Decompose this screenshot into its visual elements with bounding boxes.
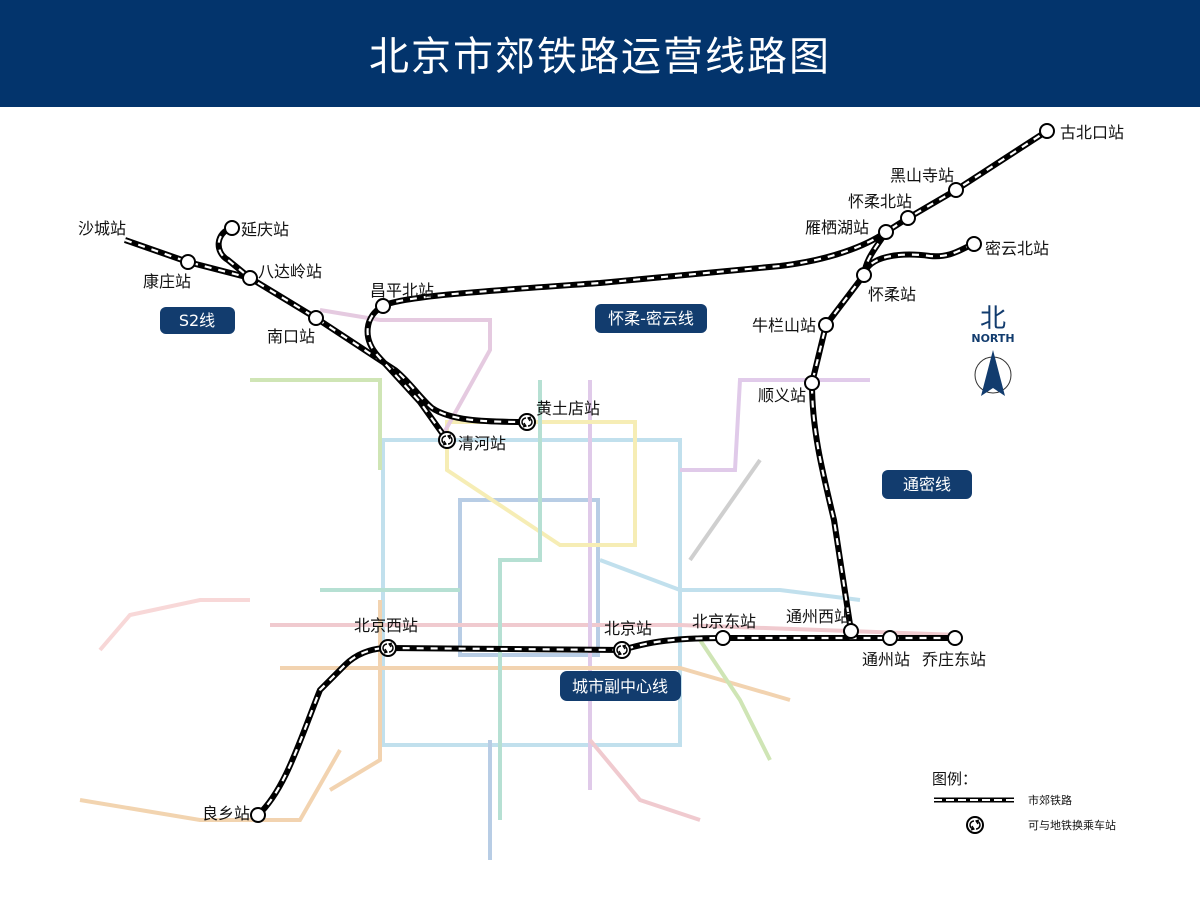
line-label-s2[interactable]: S2线 xyxy=(160,307,235,334)
station-huairou[interactable]: 怀柔站 xyxy=(868,285,916,304)
station-changpingbei[interactable]: 昌平北站 xyxy=(370,281,434,300)
subway-line-13 xyxy=(698,638,772,761)
station-yanqihu[interactable]: 雁栖湖站 xyxy=(805,218,869,237)
subway-network-background xyxy=(79,308,961,860)
station-liangxiang[interactable]: 良乡站 xyxy=(202,804,250,823)
station-dot-yanqihu[interactable] xyxy=(878,224,894,240)
station-huangtudian[interactable]: 黄土店站 xyxy=(536,399,600,418)
station-shunyi[interactable]: 顺义站 xyxy=(758,386,806,405)
station-tongzhou[interactable]: 通州站 xyxy=(862,650,910,669)
station-dot-kangzhuang[interactable] xyxy=(180,254,196,270)
legend-rail-label: 市郊铁路 xyxy=(1028,793,1072,807)
station-yanqing[interactable]: 延庆站 xyxy=(241,220,289,239)
subway-line-18 xyxy=(328,600,382,792)
station-beijingdong[interactable]: 北京东站 xyxy=(692,612,756,631)
compass-cn: 北 xyxy=(980,304,1006,334)
subway-line-5 xyxy=(445,420,637,547)
page-title: 北京市郊铁路运营线路图 xyxy=(369,34,831,80)
rail-hm-main xyxy=(381,128,1049,309)
line-label-huairou-miyun[interactable]: 怀柔-密云线 xyxy=(595,304,707,333)
rail-sub-center-dash xyxy=(257,636,955,816)
station-dot-niulanshan[interactable] xyxy=(818,317,834,333)
interchange-icon-qinghe[interactable] xyxy=(438,431,456,449)
station-labels: 古北口站 黑山寺站 怀柔北站 雁栖湖站 密云北站 怀柔站 牛栏山站 顺义站 通州… xyxy=(78,123,1124,823)
subway-line-10 xyxy=(79,749,342,822)
subway-line-14 xyxy=(688,458,762,562)
station-qinghe[interactable]: 清河站 xyxy=(458,434,506,453)
line-label-tongmi-text: 通密线 xyxy=(903,475,951,494)
subway-line-1 xyxy=(458,498,600,657)
station-dot-nankou[interactable] xyxy=(308,310,324,326)
legend-title: 图例： xyxy=(932,770,977,788)
subway-line-2 xyxy=(270,623,961,637)
subway-line-12 xyxy=(599,558,861,602)
station-dot-heishansi[interactable] xyxy=(948,182,964,198)
interchange-icon-beijingxi[interactable] xyxy=(379,639,397,657)
station-dot-qiaozhuangdong[interactable] xyxy=(947,630,963,646)
rail-hm-changping-dash xyxy=(366,305,448,441)
station-beijingxi[interactable]: 北京西站 xyxy=(354,616,418,635)
station-miyunbei[interactable]: 密云北站 xyxy=(985,239,1049,258)
rail-tongmi-dash xyxy=(810,274,865,632)
interchange-icon-beijing[interactable] xyxy=(613,641,631,659)
station-dot-huairoubei[interactable] xyxy=(900,210,916,226)
station-badaling[interactable]: 八达岭站 xyxy=(258,262,322,281)
station-dot-shunyi[interactable] xyxy=(804,375,820,391)
station-dot-beijingdong[interactable] xyxy=(715,630,731,646)
north-arrow-icon xyxy=(981,350,1005,396)
compass-en: NORTH xyxy=(971,332,1014,345)
header-bar xyxy=(0,0,1200,107)
rail-hm-main-dash xyxy=(382,130,1048,307)
station-dot-yanqing[interactable] xyxy=(224,220,240,236)
legend-interchange-label: 可与地铁换乘车站 xyxy=(1028,818,1116,832)
north-compass: 北 NORTH xyxy=(971,304,1015,396)
legend-interchange-symbol[interactable] xyxy=(966,816,984,834)
line-label-huairou-miyun-text: 怀柔-密云线 xyxy=(608,309,694,328)
station-dot-changpingbei[interactable] xyxy=(375,298,391,314)
station-markers xyxy=(180,123,1055,823)
station-heishansi[interactable]: 黑山寺站 xyxy=(890,166,954,185)
station-niulanshan[interactable]: 牛栏山站 xyxy=(752,316,816,335)
station-shacheng[interactable]: 沙城站 xyxy=(78,219,126,238)
station-dot-tongzhou[interactable] xyxy=(882,630,898,646)
line-label-sub-center[interactable]: 城市副中心线 xyxy=(560,671,681,701)
subway-line-7 xyxy=(498,380,542,820)
station-dot-miyunbei[interactable] xyxy=(966,236,982,252)
subway-line-4 xyxy=(280,666,791,702)
line-label-s2-text: S2线 xyxy=(179,311,215,330)
interchange-icon xyxy=(966,816,984,834)
station-dot-huairou[interactable] xyxy=(856,267,872,283)
station-dot-tongzhouxi[interactable] xyxy=(843,623,859,639)
station-qiaozhuangdong[interactable]: 乔庄东站 xyxy=(922,650,986,669)
rail-sub-center xyxy=(255,635,955,818)
station-nankou[interactable]: 南口站 xyxy=(267,327,315,346)
subway-line-9 xyxy=(319,308,492,441)
station-dot-gubeikou[interactable] xyxy=(1039,123,1055,139)
legend: 图例： 市郊铁路 可与地铁换乘车站 xyxy=(932,770,1116,834)
rail-hm-miyun xyxy=(861,241,976,277)
line-label-sub-center-text: 城市副中心线 xyxy=(572,677,668,696)
station-dot-liangxiang[interactable] xyxy=(250,807,266,823)
rail-s2-main-dash xyxy=(124,238,528,424)
station-dot-badaling[interactable] xyxy=(242,270,258,286)
station-gubeikou[interactable]: 古北口站 xyxy=(1060,123,1124,142)
subway-line-8 xyxy=(250,378,382,470)
rail-hm-miyun-dash xyxy=(862,242,975,276)
station-kangzhuang[interactable]: 康庄站 xyxy=(143,272,191,291)
line-label-tongmi[interactable]: 通密线 xyxy=(882,470,972,499)
station-beijing[interactable]: 北京站 xyxy=(604,619,652,638)
subway-line-17 xyxy=(588,738,701,822)
interchange-icon-huangtudian[interactable] xyxy=(518,413,536,431)
station-tongzhouxi[interactable]: 通州西站 xyxy=(786,607,850,626)
subway-line-11 xyxy=(98,598,250,652)
station-huairoubei[interactable]: 怀柔北站 xyxy=(848,192,912,211)
